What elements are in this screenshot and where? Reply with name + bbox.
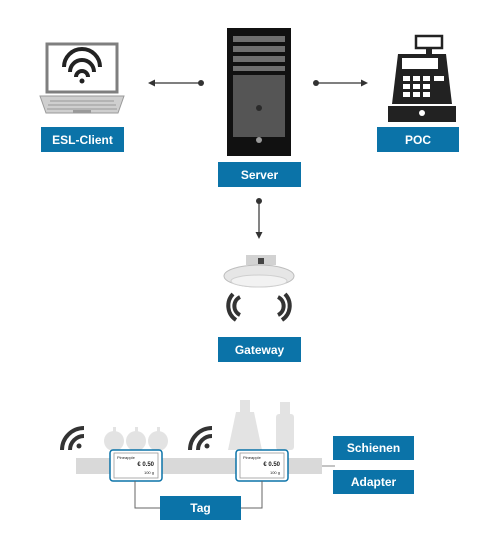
connector-server-gateway xyxy=(255,198,263,239)
fruit-icons xyxy=(104,427,168,451)
tag-weight: 100 g xyxy=(143,470,154,475)
cash-register-icon xyxy=(388,34,456,122)
tag-product: Pineapple xyxy=(243,455,261,460)
connector-server-poc xyxy=(313,79,368,87)
tag-weight: 100 g xyxy=(269,470,280,475)
laptop-wifi-icon xyxy=(39,42,125,114)
bottle-icons xyxy=(228,400,294,450)
poc-label: POC xyxy=(377,127,459,152)
server-label: Server xyxy=(218,162,301,187)
shelf-tag: Pineapple € 0.50 100 g xyxy=(241,454,283,477)
connector-server-esl-client xyxy=(148,79,204,87)
adapter-label: Adapter xyxy=(333,470,414,494)
esl-display xyxy=(239,452,285,479)
esl-client-label: ESL-Client xyxy=(41,127,124,152)
tag-price: € 0.50 xyxy=(137,462,154,468)
wifi-signal-icon xyxy=(60,426,85,451)
server-tower-icon xyxy=(227,28,291,156)
tag-label: Tag xyxy=(160,496,241,520)
ceiling-access-point-icon xyxy=(223,255,295,322)
schienen-label: Schienen xyxy=(333,436,414,460)
esl-display xyxy=(113,452,159,479)
tag-price: € 0.50 xyxy=(263,462,280,468)
gateway-label: Gateway xyxy=(218,337,301,362)
shelf-tag: Pineapple € 0.50 100 g xyxy=(115,454,157,477)
tag-callout-lines xyxy=(134,481,263,509)
tag-product: Pineapple xyxy=(117,455,135,460)
wifi-signal-icon xyxy=(188,426,213,451)
